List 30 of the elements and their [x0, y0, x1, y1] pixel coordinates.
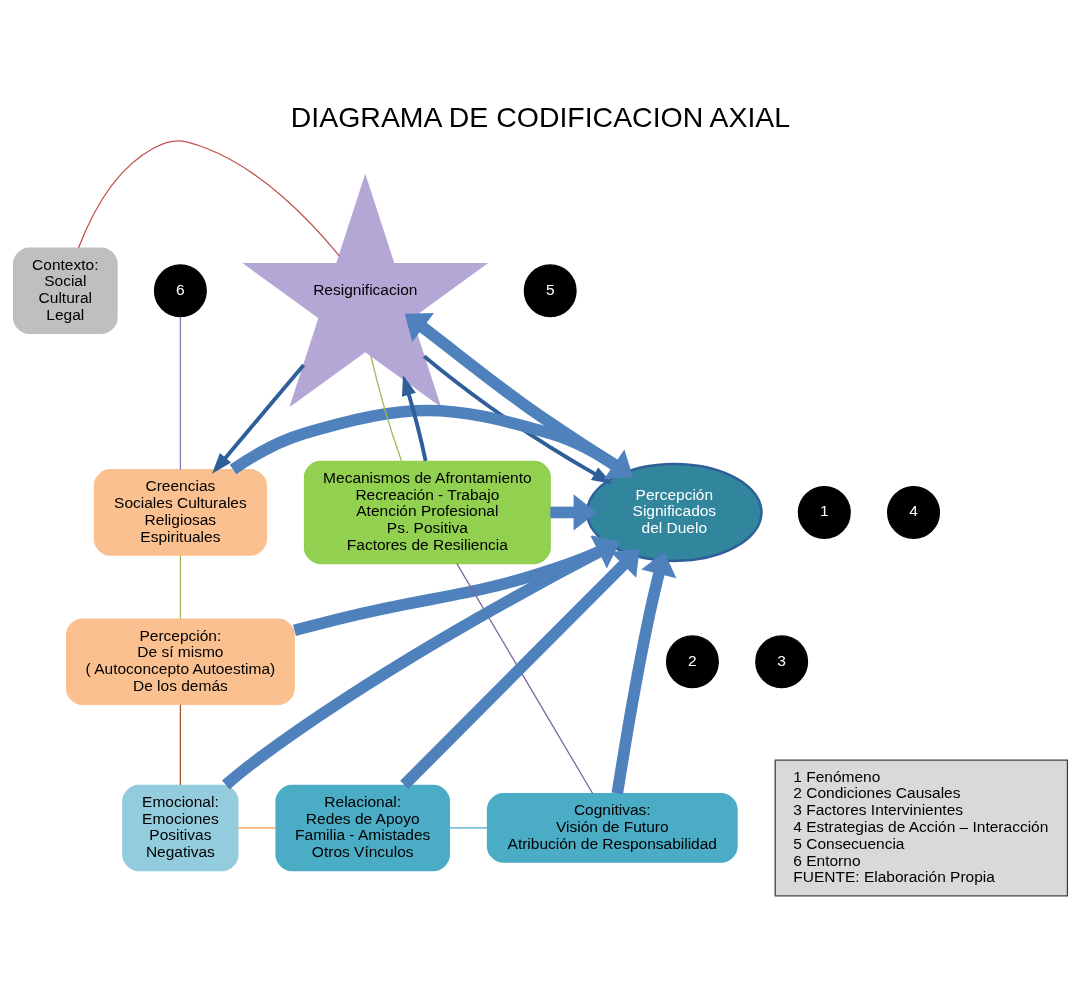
connector — [370, 354, 403, 462]
node-box: Percepción: De sí mismo ( Autoconcepto Autoestima) De los demás — [65, 617, 295, 705]
node-circle: 1 — [797, 485, 851, 539]
node-circle: 6 — [153, 263, 207, 317]
connector — [456, 562, 594, 794]
node-box: Contexto: Social Cultural Legal — [12, 246, 118, 334]
connector — [237, 826, 277, 829]
node-circle: 3 — [755, 634, 809, 688]
node-box: Emocional: Emociones Positivas Negativas — [122, 784, 239, 871]
arrow — [400, 548, 640, 789]
diagram-title: DIAGRAMA DE CODIFICACION AXIAL — [290, 100, 791, 133]
connector — [179, 554, 182, 619]
node-box: 1 Fenómeno 2 Condiciones Causales 3 Factores Intervinientes 4 Estrategias de Acción – Interacción 5 Consecuencia 6 Entorno FUENTE: Elaboración Propia — [774, 758, 1069, 896]
connector — [448, 826, 488, 829]
node-circle: 2 — [665, 634, 719, 688]
arrow — [550, 493, 597, 530]
arrow — [401, 374, 428, 461]
connector — [179, 315, 182, 470]
connector — [179, 703, 182, 786]
node-circle: 4 — [887, 485, 941, 539]
node-box: Relacional: Redes de Apoyo Familia - Amistades Otros Vínculos — [275, 784, 450, 871]
node-box: Mecanismos de Afrontamiento Recreación - Trabajo Atención Profesional Ps. Positiva Factores de Resiliencia — [303, 460, 551, 564]
arrow — [212, 363, 306, 474]
node-box: Cognitivas: Visión de Futuro Atribución de Responsabilidad — [486, 792, 738, 863]
node-ellipse: Percepción Significados del Duelo — [585, 462, 763, 562]
arrow — [422, 354, 613, 484]
node-box: Creencias Sociales Culturales Religiosas Espirituales — [93, 468, 268, 556]
node-circle: 5 — [523, 263, 577, 317]
connector — [77, 139, 340, 256]
arrow — [229, 404, 633, 479]
